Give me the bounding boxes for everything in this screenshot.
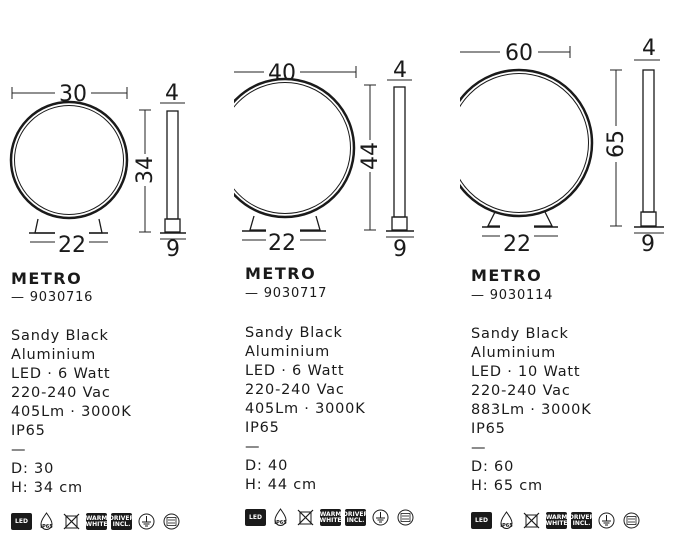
class-ii-icon [621,512,642,529]
product-drawing: 30 22 34 4 9 [9,81,186,262]
spec-ip: IP65 [245,420,280,436]
spec-lumen: 405Lm · 3000K [11,404,132,420]
no-disposal-icon [295,509,316,526]
product-card-2: 40 22 44 4 9 METRO — 9030717 Sandy Black… [234,0,464,548]
product-drawing: 40 22 44 4 9 [234,58,414,262]
product-name: METRO [471,266,543,285]
dim-depth: 4 [642,36,656,61]
spec-lumen: 883Lm · 3000K [471,402,592,418]
led-icon: LED [11,513,32,530]
dim-width: 40 [268,61,296,86]
product-code: — 9030716 [11,290,94,305]
no-disposal-icon [521,512,542,529]
spec-ip: IP65 [11,423,46,439]
spec-separator: — [245,439,261,455]
product-name: METRO [11,269,83,288]
spec-lumen: 405Lm · 3000K [245,401,366,417]
ring-inner [460,73,589,213]
ip65-icon: IP65 [270,508,291,526]
led-icon: LED [471,512,492,529]
product-card-3: 60 22 65 4 9 METRO — 9030114 Sandy Black… [460,0,690,548]
spec-diameter: D: 40 [245,458,289,474]
spec-voltage: 220-240 Vac [471,383,571,399]
dim-height: 44 [358,142,383,170]
dim-width: 60 [505,41,533,66]
spec-diameter: D: 60 [471,459,515,475]
dim-base-depth: 9 [393,237,407,262]
led-icon: LED [245,509,266,526]
spec-diameter: D: 30 [11,461,55,477]
spec-separator: — [11,442,27,458]
ring-inner [14,105,124,215]
dim-height: 34 [133,156,158,184]
dim-depth: 4 [393,58,407,83]
class-ii-icon [395,509,416,526]
ground-icon [136,513,157,530]
svg-text:IP65: IP65 [274,520,287,526]
spec-material: Aluminium [11,347,97,363]
spec-power: LED · 6 Watt [245,363,345,379]
product-drawing: 60 22 65 4 9 [460,36,664,257]
no-disposal-icon [61,513,82,530]
dim-height: 65 [604,130,629,158]
spec-power: LED · 6 Watt [11,366,111,382]
product-specs: Sandy Black Aluminium LED · 10 Watt 220-… [471,325,592,496]
spec-ip: IP65 [471,421,506,437]
product-card-1: 30 22 34 4 9 METRO — 9030716 Sandy Black… [0,0,230,548]
ring-outer [234,77,356,219]
product-code: — 9030717 [245,286,328,301]
spec-finish: Sandy Black [245,325,343,341]
spec-power: LED · 10 Watt [471,364,581,380]
side-profile [642,69,655,213]
ground-icon [370,509,391,526]
spec-material: Aluminium [471,345,557,361]
product-specs: Sandy Black Aluminium LED · 6 Watt 220-2… [11,327,132,498]
spec-finish: Sandy Black [471,326,569,342]
ring-outer [9,100,129,220]
side-profile [393,86,406,218]
dim-depth: 4 [165,81,179,106]
ip65-icon: IP65 [36,512,57,530]
spec-height: H: 65 cm [471,478,543,494]
product-specs: Sandy Black Aluminium LED · 6 Watt 220-2… [245,324,366,495]
ip65-icon: IP65 [496,511,517,529]
ring-inner [234,82,351,214]
dim-base: 22 [268,231,296,256]
ground-icon [596,512,617,529]
ring-outer [460,68,594,218]
dim-base: 22 [58,233,86,258]
spec-height: H: 34 cm [11,480,83,496]
spec-separator: — [471,440,487,456]
spec-voltage: 220-240 Vac [245,382,345,398]
spec-voltage: 220-240 Vac [11,385,111,401]
spec-material: Aluminium [245,344,331,360]
svg-text:IP65: IP65 [40,524,53,530]
product-name: METRO [245,264,317,283]
product-code: — 9030114 [471,288,554,303]
svg-text:IP65: IP65 [500,523,513,529]
dim-base: 22 [503,232,531,257]
dim-base-depth: 9 [166,237,180,262]
spec-height: H: 44 cm [245,477,317,493]
spec-finish: Sandy Black [11,328,109,344]
side-profile [166,110,179,220]
class-ii-icon [161,513,182,530]
dim-base-depth: 9 [641,232,655,257]
